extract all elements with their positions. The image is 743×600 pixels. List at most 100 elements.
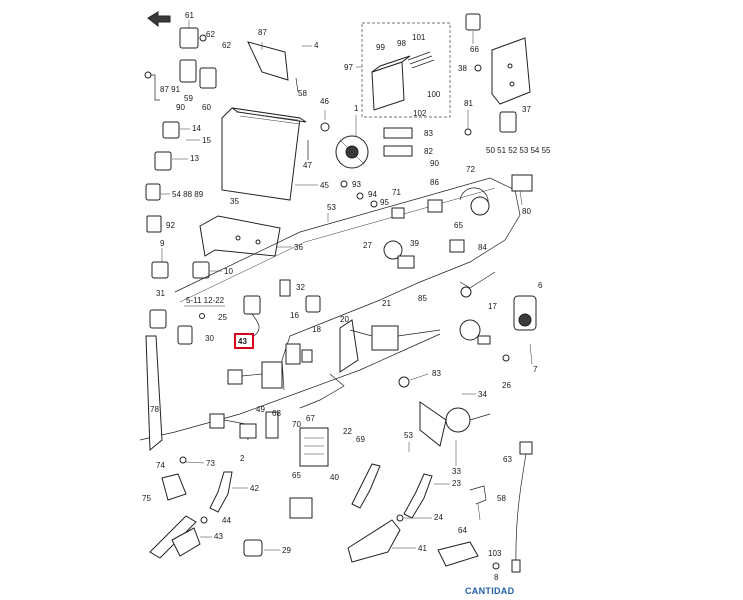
motor-6[interactable] — [513, 295, 537, 331]
bracket-41[interactable] — [347, 519, 401, 563]
connector-68[interactable] — [265, 411, 279, 439]
callout-83-lower[interactable]: 83 — [432, 369, 441, 378]
callout-53-lower[interactable]: 53 — [404, 431, 413, 440]
callout-94[interactable]: 94 — [368, 190, 377, 199]
ignition-switch-1[interactable] — [335, 135, 369, 169]
callout-99[interactable]: 99 — [376, 43, 385, 52]
callout-54-88-89[interactable]: 54 88 89 — [172, 190, 204, 199]
combination-switch-21[interactable] — [349, 325, 441, 351]
callout-47[interactable]: 47 — [303, 161, 312, 170]
key-lock-84[interactable] — [459, 271, 496, 298]
callout-85[interactable]: 85 — [418, 294, 427, 303]
switch-86[interactable] — [427, 199, 443, 213]
callout-26[interactable]: 26 — [502, 381, 511, 390]
callout-71[interactable]: 71 — [392, 188, 401, 197]
connector-32[interactable] — [279, 279, 291, 297]
callout-41[interactable]: 41 — [418, 544, 427, 553]
callout-61[interactable]: 61 — [185, 11, 194, 20]
connector-40[interactable] — [351, 463, 381, 509]
callout-103[interactable]: 103 — [488, 549, 502, 558]
callout-82[interactable]: 82 — [424, 147, 433, 156]
module-64[interactable] — [437, 541, 479, 567]
relay-59[interactable] — [179, 59, 197, 83]
callout-9[interactable]: 9 — [160, 239, 165, 248]
callout-78[interactable]: 78 — [150, 405, 159, 414]
callout-31[interactable]: 31 — [156, 289, 165, 298]
callout-100[interactable]: 100 — [427, 90, 441, 99]
bracket-58[interactable] — [469, 485, 487, 521]
a-pillar-trim-78[interactable] — [145, 335, 163, 452]
highlight-box-43[interactable]: 43 — [234, 333, 254, 349]
callout-64[interactable]: 64 — [458, 526, 467, 535]
callout-23[interactable]: 23 — [452, 479, 461, 488]
relay-43[interactable] — [243, 295, 261, 337]
buzzer-29[interactable] — [243, 539, 263, 557]
sensor-cable-63[interactable] — [511, 441, 533, 573]
bracket-35[interactable] — [199, 215, 281, 257]
ecu-module-45[interactable] — [221, 107, 307, 201]
callout-67[interactable]: 67 — [306, 414, 315, 423]
wire-harness-20[interactable] — [299, 319, 359, 409]
callout-15[interactable]: 15 — [202, 136, 211, 145]
callout-86[interactable]: 86 — [430, 178, 439, 187]
relay-10[interactable] — [192, 261, 210, 279]
callout-53-top[interactable]: 53 — [327, 203, 336, 212]
callout-6[interactable]: 6 — [538, 281, 543, 290]
callout-29[interactable]: 29 — [282, 546, 291, 555]
callout-21[interactable]: 21 — [382, 299, 391, 308]
callout-4[interactable]: 4 — [314, 41, 319, 50]
callout-98[interactable]: 98 — [397, 39, 406, 48]
callout-58-lower[interactable]: 58 — [497, 494, 506, 503]
callout-27[interactable]: 27 — [363, 241, 372, 250]
connector-42[interactable] — [209, 471, 233, 513]
callout-87[interactable]: 87 — [258, 28, 267, 37]
relay-16[interactable] — [305, 295, 321, 313]
callout-16[interactable]: 16 — [290, 311, 299, 320]
callout-1[interactable]: 1 — [354, 104, 359, 113]
connector-80[interactable] — [511, 174, 533, 206]
cantidad-link[interactable]: CANTIDAD — [465, 586, 515, 596]
callout-59[interactable]: 59 — [184, 94, 193, 103]
switch-assembly-49[interactable] — [227, 361, 283, 389]
callout-87-91[interactable]: 87 91 — [160, 85, 181, 94]
callout-93[interactable]: 93 — [352, 180, 361, 189]
relay-14[interactable] — [162, 121, 180, 139]
gauge-27[interactable] — [383, 240, 403, 260]
callout-81[interactable]: 81 — [464, 99, 473, 108]
callout-65[interactable]: 65 — [454, 221, 463, 230]
callout-30[interactable]: 30 — [205, 334, 214, 343]
callout-24[interactable]: 24 — [434, 513, 443, 522]
callout-62[interactable]: 62 — [206, 30, 215, 39]
callout-40[interactable]: 40 — [330, 473, 339, 482]
callout-20[interactable]: 20 — [340, 315, 349, 324]
callout-5-11-12-22[interactable]: 5-11 12-22 — [186, 296, 225, 305]
callout-102[interactable]: 102 — [413, 109, 427, 118]
callout-45[interactable]: 45 — [320, 181, 329, 190]
relay-31[interactable] — [149, 309, 167, 329]
bracket-37[interactable] — [491, 37, 531, 105]
relay-13[interactable] — [154, 151, 172, 171]
callout-75[interactable]: 75 — [142, 494, 151, 503]
bracket-2[interactable] — [209, 413, 257, 441]
callout-32[interactable]: 32 — [296, 283, 305, 292]
callout-58[interactable]: 58 — [298, 89, 307, 98]
callout-39[interactable]: 39 — [410, 239, 419, 248]
callout-37[interactable]: 37 — [522, 105, 531, 114]
callout-33[interactable]: 33 — [452, 467, 461, 476]
steering-column-switch-33[interactable] — [419, 401, 491, 447]
callout-2[interactable]: 2 — [240, 454, 245, 463]
bracket-43-lower[interactable] — [149, 515, 201, 559]
callout-68-mid[interactable]: 68 — [272, 409, 281, 418]
switch-39[interactable] — [397, 255, 415, 269]
callout-50-55[interactable]: 50 51 52 53 54 55 — [486, 146, 551, 155]
callout-60[interactable]: 60 — [202, 103, 211, 112]
callout-83[interactable]: 83 — [424, 129, 433, 138]
callout-97[interactable]: 97 — [344, 63, 353, 72]
callout-49[interactable]: 49 — [256, 405, 265, 414]
callout-8[interactable]: 8 — [494, 573, 499, 582]
callout-65-lower[interactable]: 65 — [292, 471, 301, 480]
relay-9[interactable] — [151, 261, 169, 279]
callout-46[interactable]: 46 — [320, 97, 329, 106]
callout-95[interactable]: 95 — [380, 198, 389, 207]
callout-44[interactable]: 44 — [222, 516, 231, 525]
